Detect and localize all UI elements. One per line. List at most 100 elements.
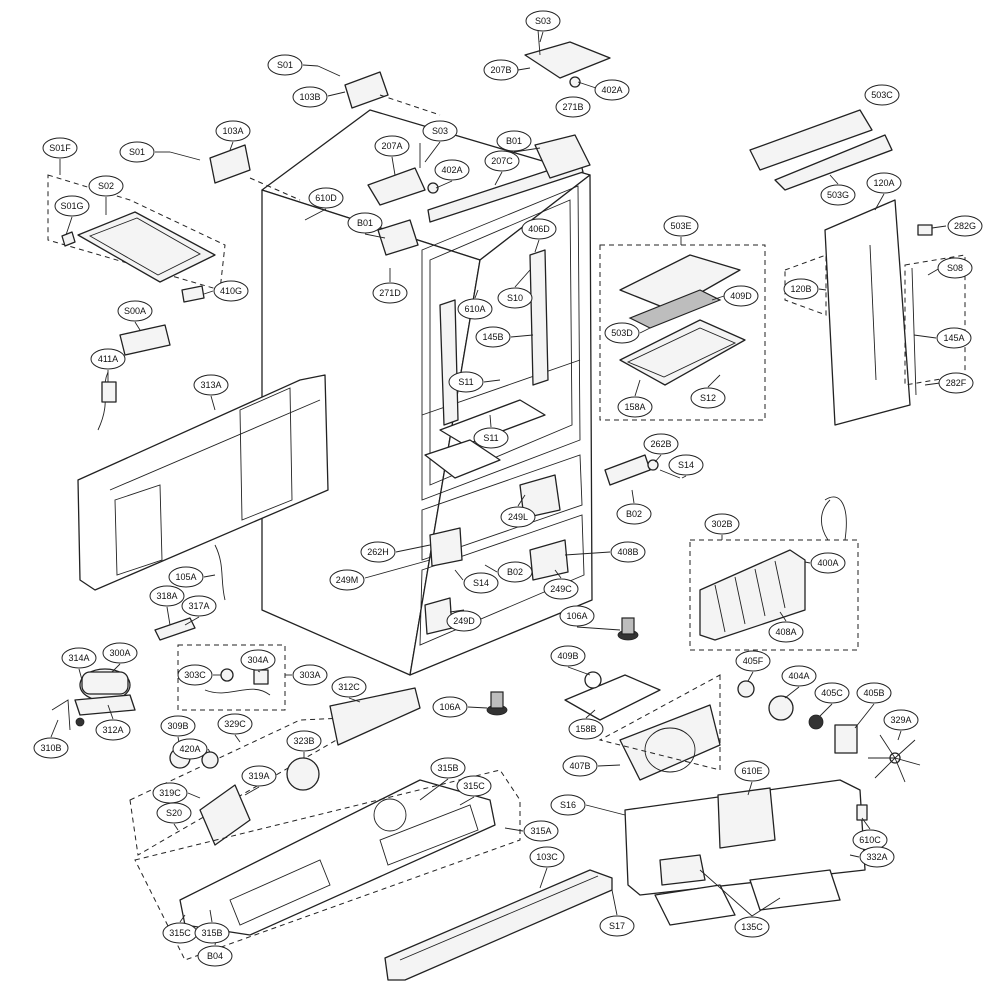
callout-158a: 158A [617,396,653,418]
callout-text: S11 [458,377,473,387]
callout-bubble [88,175,124,197]
callout-bubble [475,326,511,348]
callout-b02: B02 [497,561,533,583]
callout-bubble [497,561,533,583]
callout-text: 420A [179,744,200,754]
top-cover-parts [169,65,441,201]
callout-text: S17 [609,921,625,931]
callout-bubble [95,719,131,741]
callout-text: S16 [560,800,576,810]
callout-135c: 135C [734,916,770,938]
refrigerator-cabinet [261,109,593,676]
callout-262b: 262B [643,433,679,455]
callout-text: 312C [338,682,360,692]
callout-309b: 309B [160,715,196,737]
callout-282f: 282F [938,372,974,394]
callout-text: 249D [453,616,475,626]
callout-bubble [331,676,367,698]
callout-text: S10 [507,293,523,303]
callout-text: 135C [741,922,763,932]
callout-text: S12 [700,393,716,403]
callout-text: 158B [575,724,596,734]
callout-bubble [347,212,383,234]
callout-bubble [936,327,972,349]
callout-text: 610D [315,193,337,203]
callout-319a: 319A [241,765,277,787]
callout-408b: 408B [610,541,646,563]
callout-text: S01 [129,147,145,157]
callout-text: S03 [432,126,448,136]
callout-bubble [810,552,846,574]
callout-bubble [448,371,484,393]
callout-409b: 409B [550,645,586,667]
callout-bubble [119,141,155,163]
callout-text: 314A [68,653,89,663]
callout-s01: S01 [267,54,303,76]
callout-text: S01 [277,60,293,70]
callout-bubble [422,120,458,142]
callout-bubble [704,513,740,535]
callout-bubble [643,433,679,455]
callout-text: 300A [109,648,130,658]
callout-s14: S14 [463,572,499,594]
callout-207a: 207A [374,135,410,157]
duct-group-503e [599,244,766,421]
callout-400a: 400A [810,552,846,574]
callout-bubble [483,59,519,81]
fan-and-feet [486,617,921,783]
callout-text: 271D [379,288,401,298]
callout-text: B04 [207,951,223,961]
callout-411a: 411A [90,348,126,370]
callout-text: 503D [611,328,633,338]
callout-text: 317A [188,601,209,611]
callout-bubble [241,765,277,787]
callout-207b: 207B [483,59,519,81]
callout-329a: 329A [883,709,919,731]
callout-103a: 103A [215,120,251,142]
callout-bubble [734,916,770,938]
callout-bubble [430,757,466,779]
callout-text: 249C [550,584,572,594]
callout-b02: B02 [616,503,652,525]
callout-bubble [937,257,973,279]
leader-lines [50,31,947,946]
callout-text: 400A [817,558,838,568]
callout-bubble [735,650,771,672]
callout-303a: 303A [292,664,328,686]
callout-503g: 503G [820,184,856,206]
callout-text: 329C [224,719,246,729]
callout-text: B02 [626,509,642,519]
callout-bubble [734,760,770,782]
rear-panel-group [77,371,329,591]
callout-bubble [308,187,344,209]
callout-bubble [525,10,561,32]
callout-text: 318A [156,591,177,601]
callout-text: 145A [943,333,964,343]
callout-bubble [42,137,78,159]
callout-bubble [668,454,704,476]
callout-bubble [329,569,365,591]
callout-text: 610E [741,766,762,776]
callout-bubble [102,642,138,664]
callout-318a: 318A [149,585,185,607]
callout-bubble [456,775,492,797]
callout-text: S20 [166,808,182,818]
callout-bubble [856,682,892,704]
callout-319c: 319C [152,782,188,804]
callout-text: 158A [624,402,645,412]
callout-bubble [292,86,328,108]
callout-bubble [496,130,532,152]
callout-bubble [550,645,586,667]
callout-s08: S08 [937,257,973,279]
callout-s11: S11 [448,371,484,393]
callout-303c: 303C [177,664,213,686]
callout-text: 106A [439,702,460,712]
callout-bubble [213,280,249,302]
callout-text: 304A [247,655,268,665]
callout-text: 309B [167,721,188,731]
callout-404a: 404A [781,665,817,687]
callout-302b: 302B [704,513,740,535]
callout-503e: 503E [663,215,699,237]
callout-bubble [177,664,213,686]
callout-bubble [457,298,493,320]
